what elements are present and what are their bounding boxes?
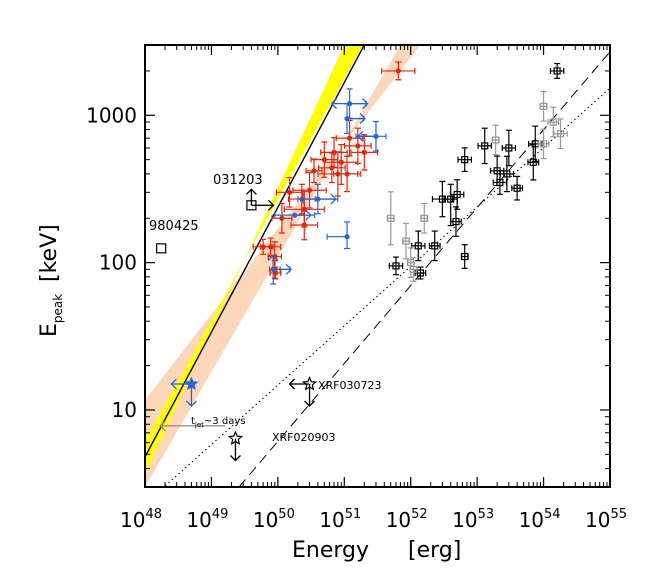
axis-ticks [145,44,610,488]
series-gray [386,91,568,282]
data-point [460,244,469,269]
data-point [428,230,441,262]
data-point [350,134,379,171]
limit-arrow [304,384,316,407]
x-axis-unit: [erg] [408,538,461,563]
y-axis-sub: peak [51,294,65,323]
data-point [457,147,472,173]
y-axis-e: E [37,323,62,337]
limit-arrow [251,199,275,211]
limit-arrow [245,188,257,206]
data-point [335,119,364,157]
limit-arrow [159,420,225,432]
label-031203: 031203 [213,173,263,188]
data-point [414,266,427,280]
data-point [539,91,548,122]
data-point [333,155,361,193]
limit-arrow [185,384,197,407]
x-tick-label: 1048 [120,507,162,532]
label-tjet: tjet~3 days [191,416,245,429]
data-point [409,256,418,282]
data-point [386,191,395,246]
special-square-980425 [156,243,167,254]
data-point [275,177,304,208]
data-point [499,155,515,193]
data-point [449,179,465,210]
data-point [271,202,293,234]
data-point [320,137,348,168]
limit-arrow [349,98,369,110]
plot-frame [144,44,611,488]
limit-arrow [267,254,279,270]
label-tjet-suffix: ~3 days [204,416,246,427]
x-tick-label: 1052 [386,507,428,532]
limit-arrow [273,263,293,275]
label-tjet-sub: jet [194,421,204,429]
data-point [305,158,323,184]
confidence-bands [145,45,421,487]
y-axis-title: Epeak [37,294,65,337]
limit-arrow [317,193,337,205]
tick-labels: 1048 1049 1050 1051 1052 1053 1054 1055 10 100 100… [86,103,627,532]
data-point [511,175,524,201]
relation-lines [145,45,610,487]
band-outer [145,45,421,487]
data-point [491,124,500,156]
data-point [260,237,282,257]
x-tick-label: 1053 [452,507,494,532]
x-tick-label: 1051 [319,507,361,532]
data-point [292,171,327,209]
data-point [310,141,339,178]
limit-arrow [298,193,318,205]
data-point [549,62,565,79]
label-xrf030723: XRF030723 [318,379,382,392]
relation-dashed [238,51,610,487]
x-tick-label: 1055 [585,507,627,532]
label-980425: 980425 [149,219,199,234]
relation-best-fit [145,45,365,458]
series-blue [267,88,387,285]
data-point [326,221,351,250]
series-black [388,62,565,280]
x-tick-label: 1049 [186,507,228,532]
data-point [547,106,560,138]
data-point [450,206,462,237]
series-red [252,61,416,280]
y-tick-label: 1000 [86,103,137,127]
data-point [420,202,429,234]
data-point [553,118,568,150]
limit-arrow [330,98,350,110]
limit-arrow [294,209,312,221]
data-point [527,143,540,181]
y-tick-label: 100 [99,251,137,275]
data-point [501,129,517,167]
relation-dotted [163,87,610,487]
limit-arrow [170,378,192,390]
limit-arrow [347,113,366,125]
y-tick-label: 10 [112,398,137,422]
y-axis-unit-group: [keV] [37,224,62,282]
limit-arrow [357,130,376,142]
label-tjet-t: t [191,416,195,427]
x-tick-label: 1050 [253,507,295,532]
data-point [411,230,426,262]
y-axis-unit: [keV] [37,224,62,282]
limit-arrow [288,378,310,390]
data-point [388,256,404,276]
label-xrf020903: XRF020903 [272,431,336,444]
limit-arrow [229,438,241,462]
x-tick-label: 1054 [519,507,561,532]
x-axis-title: Energy [292,538,369,563]
data-point [402,222,410,260]
data-points [156,61,568,462]
y-axis-title-main: Epeak [37,294,65,337]
data-point [537,128,550,160]
data-point [477,127,492,165]
data-point [381,61,416,81]
data-point [317,152,346,184]
